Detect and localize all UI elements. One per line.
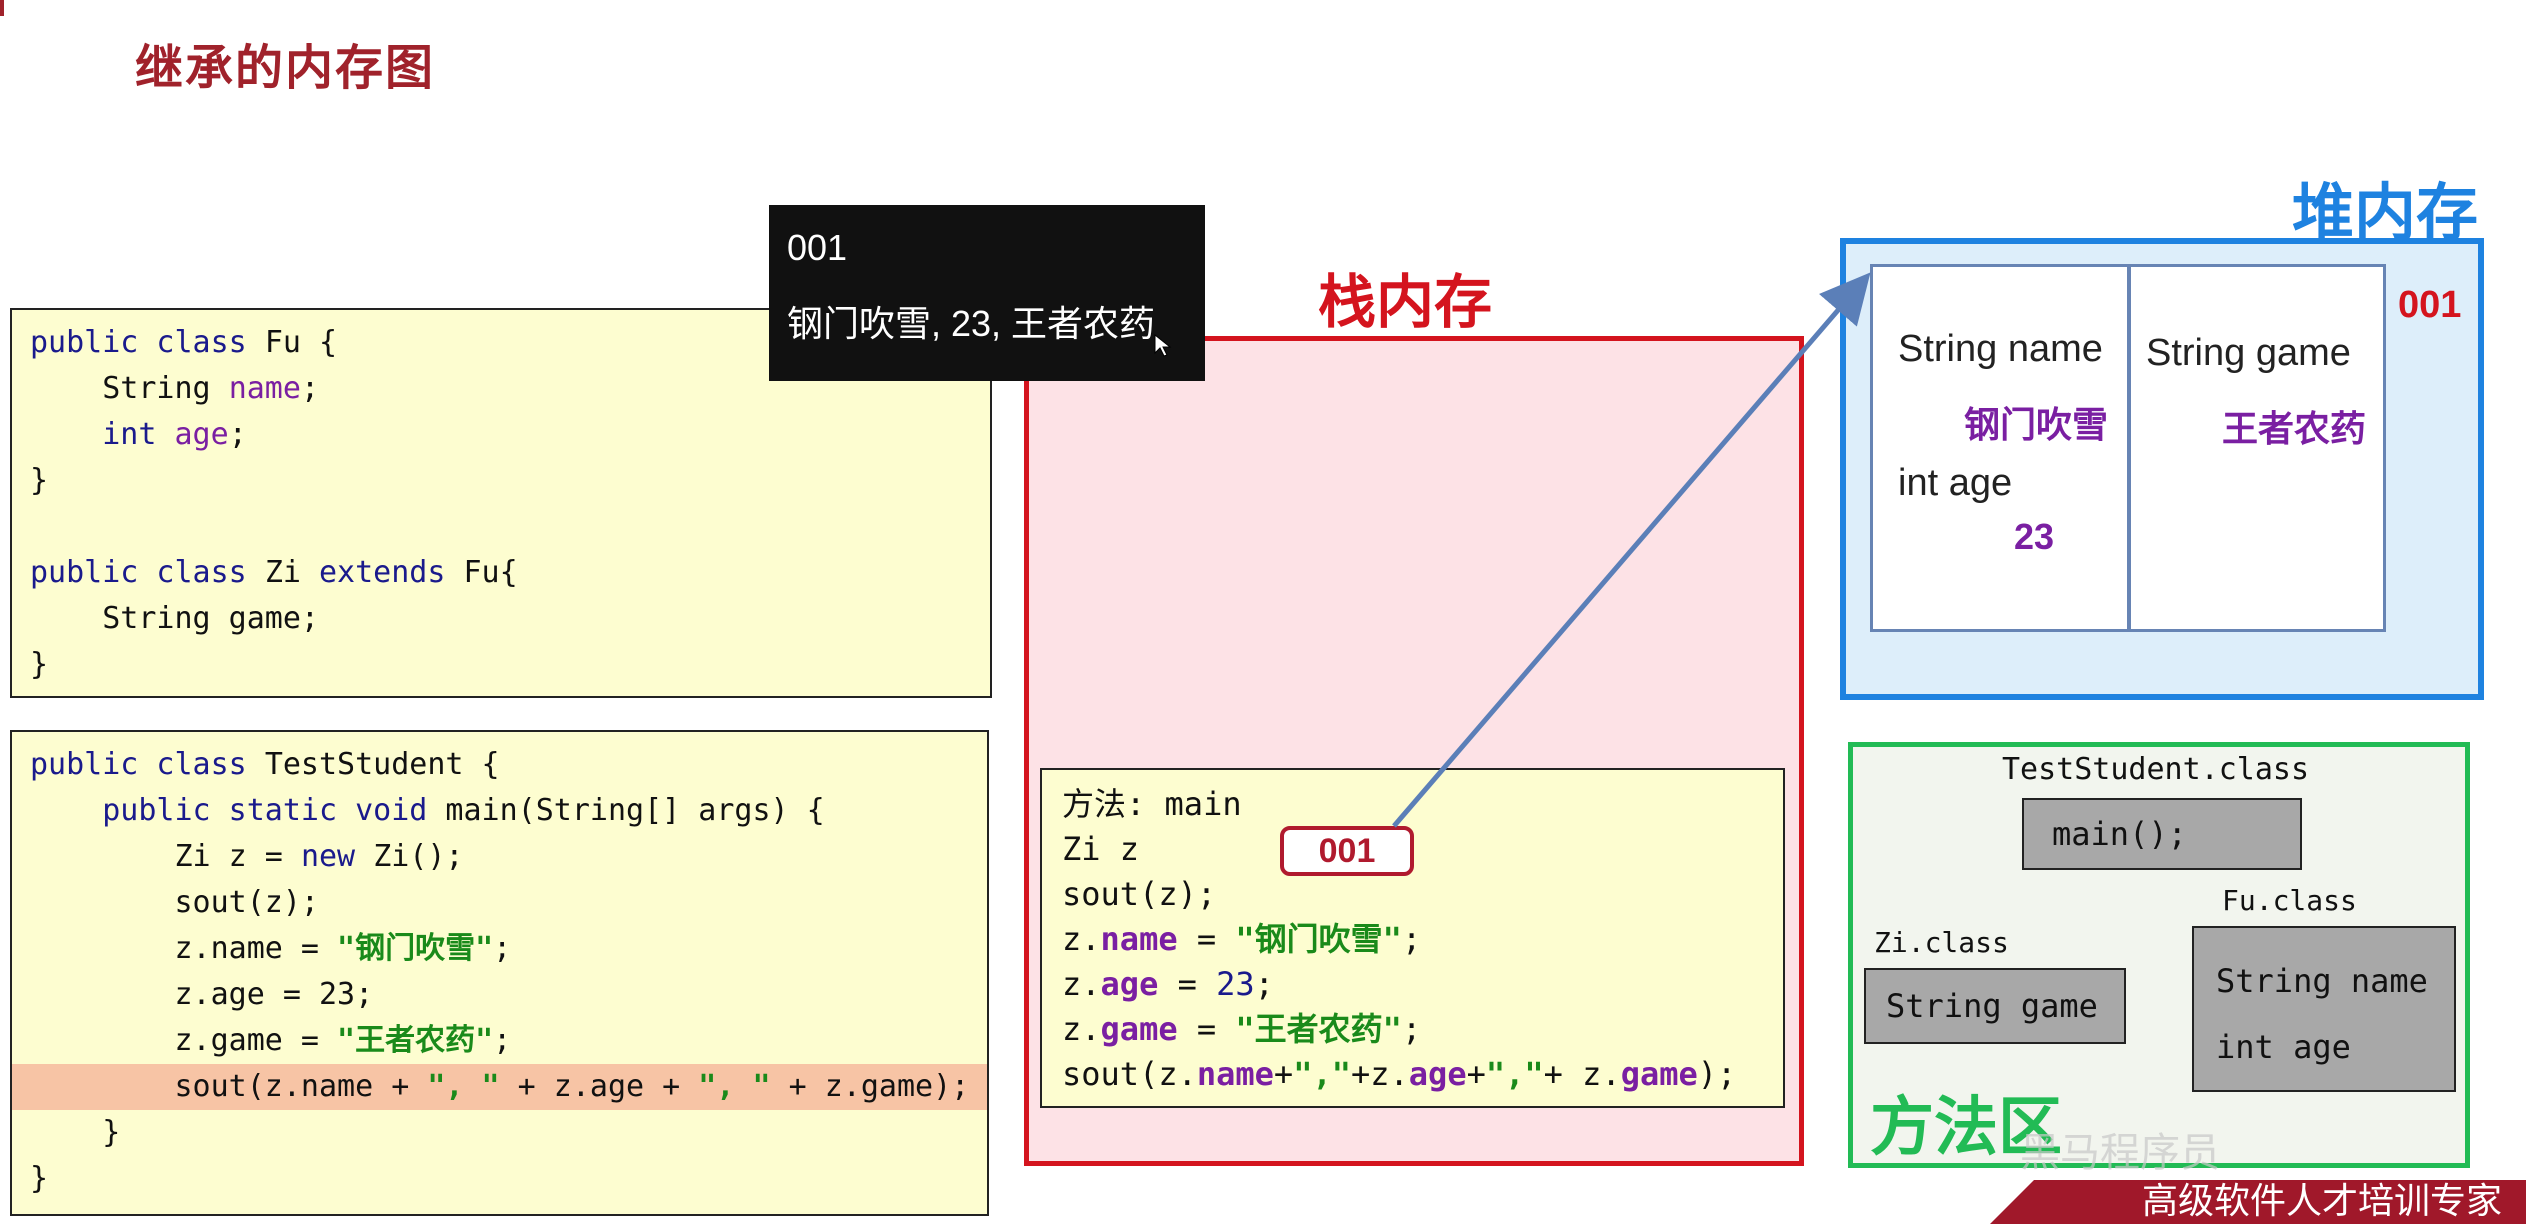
tooltip-address: 001 — [787, 227, 848, 268]
frame-line-age: z.age = 23; — [1062, 965, 1274, 1003]
fu-field-name: String name — [2216, 962, 2428, 1000]
test-line-1: public class TestStudent { — [30, 747, 500, 782]
debug-tooltip: 001 钢门吹雪, 23, 王者农药 — [769, 205, 1205, 381]
heap-address: 001 — [2398, 284, 2462, 326]
page-title: 继承的内存图 — [135, 40, 436, 96]
frame-line-sout: sout(z); — [1062, 875, 1217, 913]
code-line-7: String game; — [30, 601, 319, 636]
cursor-icon — [1154, 333, 1172, 357]
code-line-3: int age; — [102, 417, 247, 452]
zi-class-box: String game — [1864, 968, 2126, 1044]
test-class-label: TestStudent.class — [2002, 752, 2310, 787]
main-stack-frame: 方法: main Zi z sout(z); z.name = "钢门吹雪"; … — [1040, 768, 1785, 1108]
fu-field-age: int age — [2216, 1028, 2351, 1066]
frame-line-name: z.name = "钢门吹雪"; — [1062, 920, 1422, 958]
test-line-4: sout(z); — [30, 885, 319, 920]
test-line-8-highlighted: sout(z.name + ", " + z.age + ", " + z.ga… — [12, 1064, 987, 1110]
code-line-6: public class Zi extends Fu{ — [30, 555, 518, 590]
test-code-box: public class TestStudent { public static… — [10, 730, 989, 1216]
test-line-3: Zi z = new Zi(); — [30, 839, 464, 874]
footer-banner: 高级软件人才培训专家 — [1990, 1180, 2526, 1224]
frame-line-game: z.game = "王者农药"; — [1062, 1010, 1422, 1048]
zi-class-label: Zi.class — [1874, 926, 2009, 959]
test-line-2: public static void main(String[] args) { — [102, 793, 825, 828]
test-line-10: } — [30, 1161, 49, 1196]
footer-notch — [1990, 1180, 2034, 1224]
field-age-label: int age — [1898, 462, 2013, 504]
method-area-title: 方法区 — [1870, 1091, 2062, 1163]
field-name-value: 钢门吹雪 — [1964, 404, 2109, 445]
frame-line-method: 方法: main — [1062, 785, 1242, 823]
field-age-value: 23 — [2014, 516, 2055, 557]
main-method-box: main(); — [2022, 798, 2302, 870]
frame-line-var: Zi z — [1062, 830, 1140, 868]
corner-mark — [0, 0, 4, 16]
heap-title: 堆内存 — [2292, 176, 2479, 249]
test-line-7: z.game = "王者农药"; — [30, 1023, 512, 1058]
field-name-label: String name — [1898, 328, 2103, 370]
reference-value: 001 — [1280, 826, 1414, 876]
test-line-9: } — [30, 1115, 121, 1150]
field-game-value: 王者农药 — [2222, 408, 2367, 449]
fu-class-box: String name int age — [2192, 926, 2456, 1092]
code-line-2: String name; — [30, 371, 319, 406]
fu-class-label: Fu.class — [2222, 884, 2357, 917]
code-line-8: } — [30, 647, 49, 682]
test-line-5: z.name = "钢门吹雪"; — [30, 931, 512, 966]
test-line-6: z.age = 23; — [30, 977, 374, 1012]
code-line-1: public class Fu { — [30, 325, 338, 360]
stack-title: 栈内存 — [1318, 268, 1493, 336]
tooltip-output: 钢门吹雪, 23, 王者农药 — [787, 303, 1156, 344]
field-game-label: String game — [2146, 332, 2351, 374]
frame-line-print: sout(z.name+","+z.age+","+ z.game); — [1062, 1055, 1737, 1093]
code-line-4: } — [30, 463, 49, 498]
watermark: 黑马程序员 — [2020, 1131, 2220, 1175]
object-divider — [2127, 264, 2131, 632]
